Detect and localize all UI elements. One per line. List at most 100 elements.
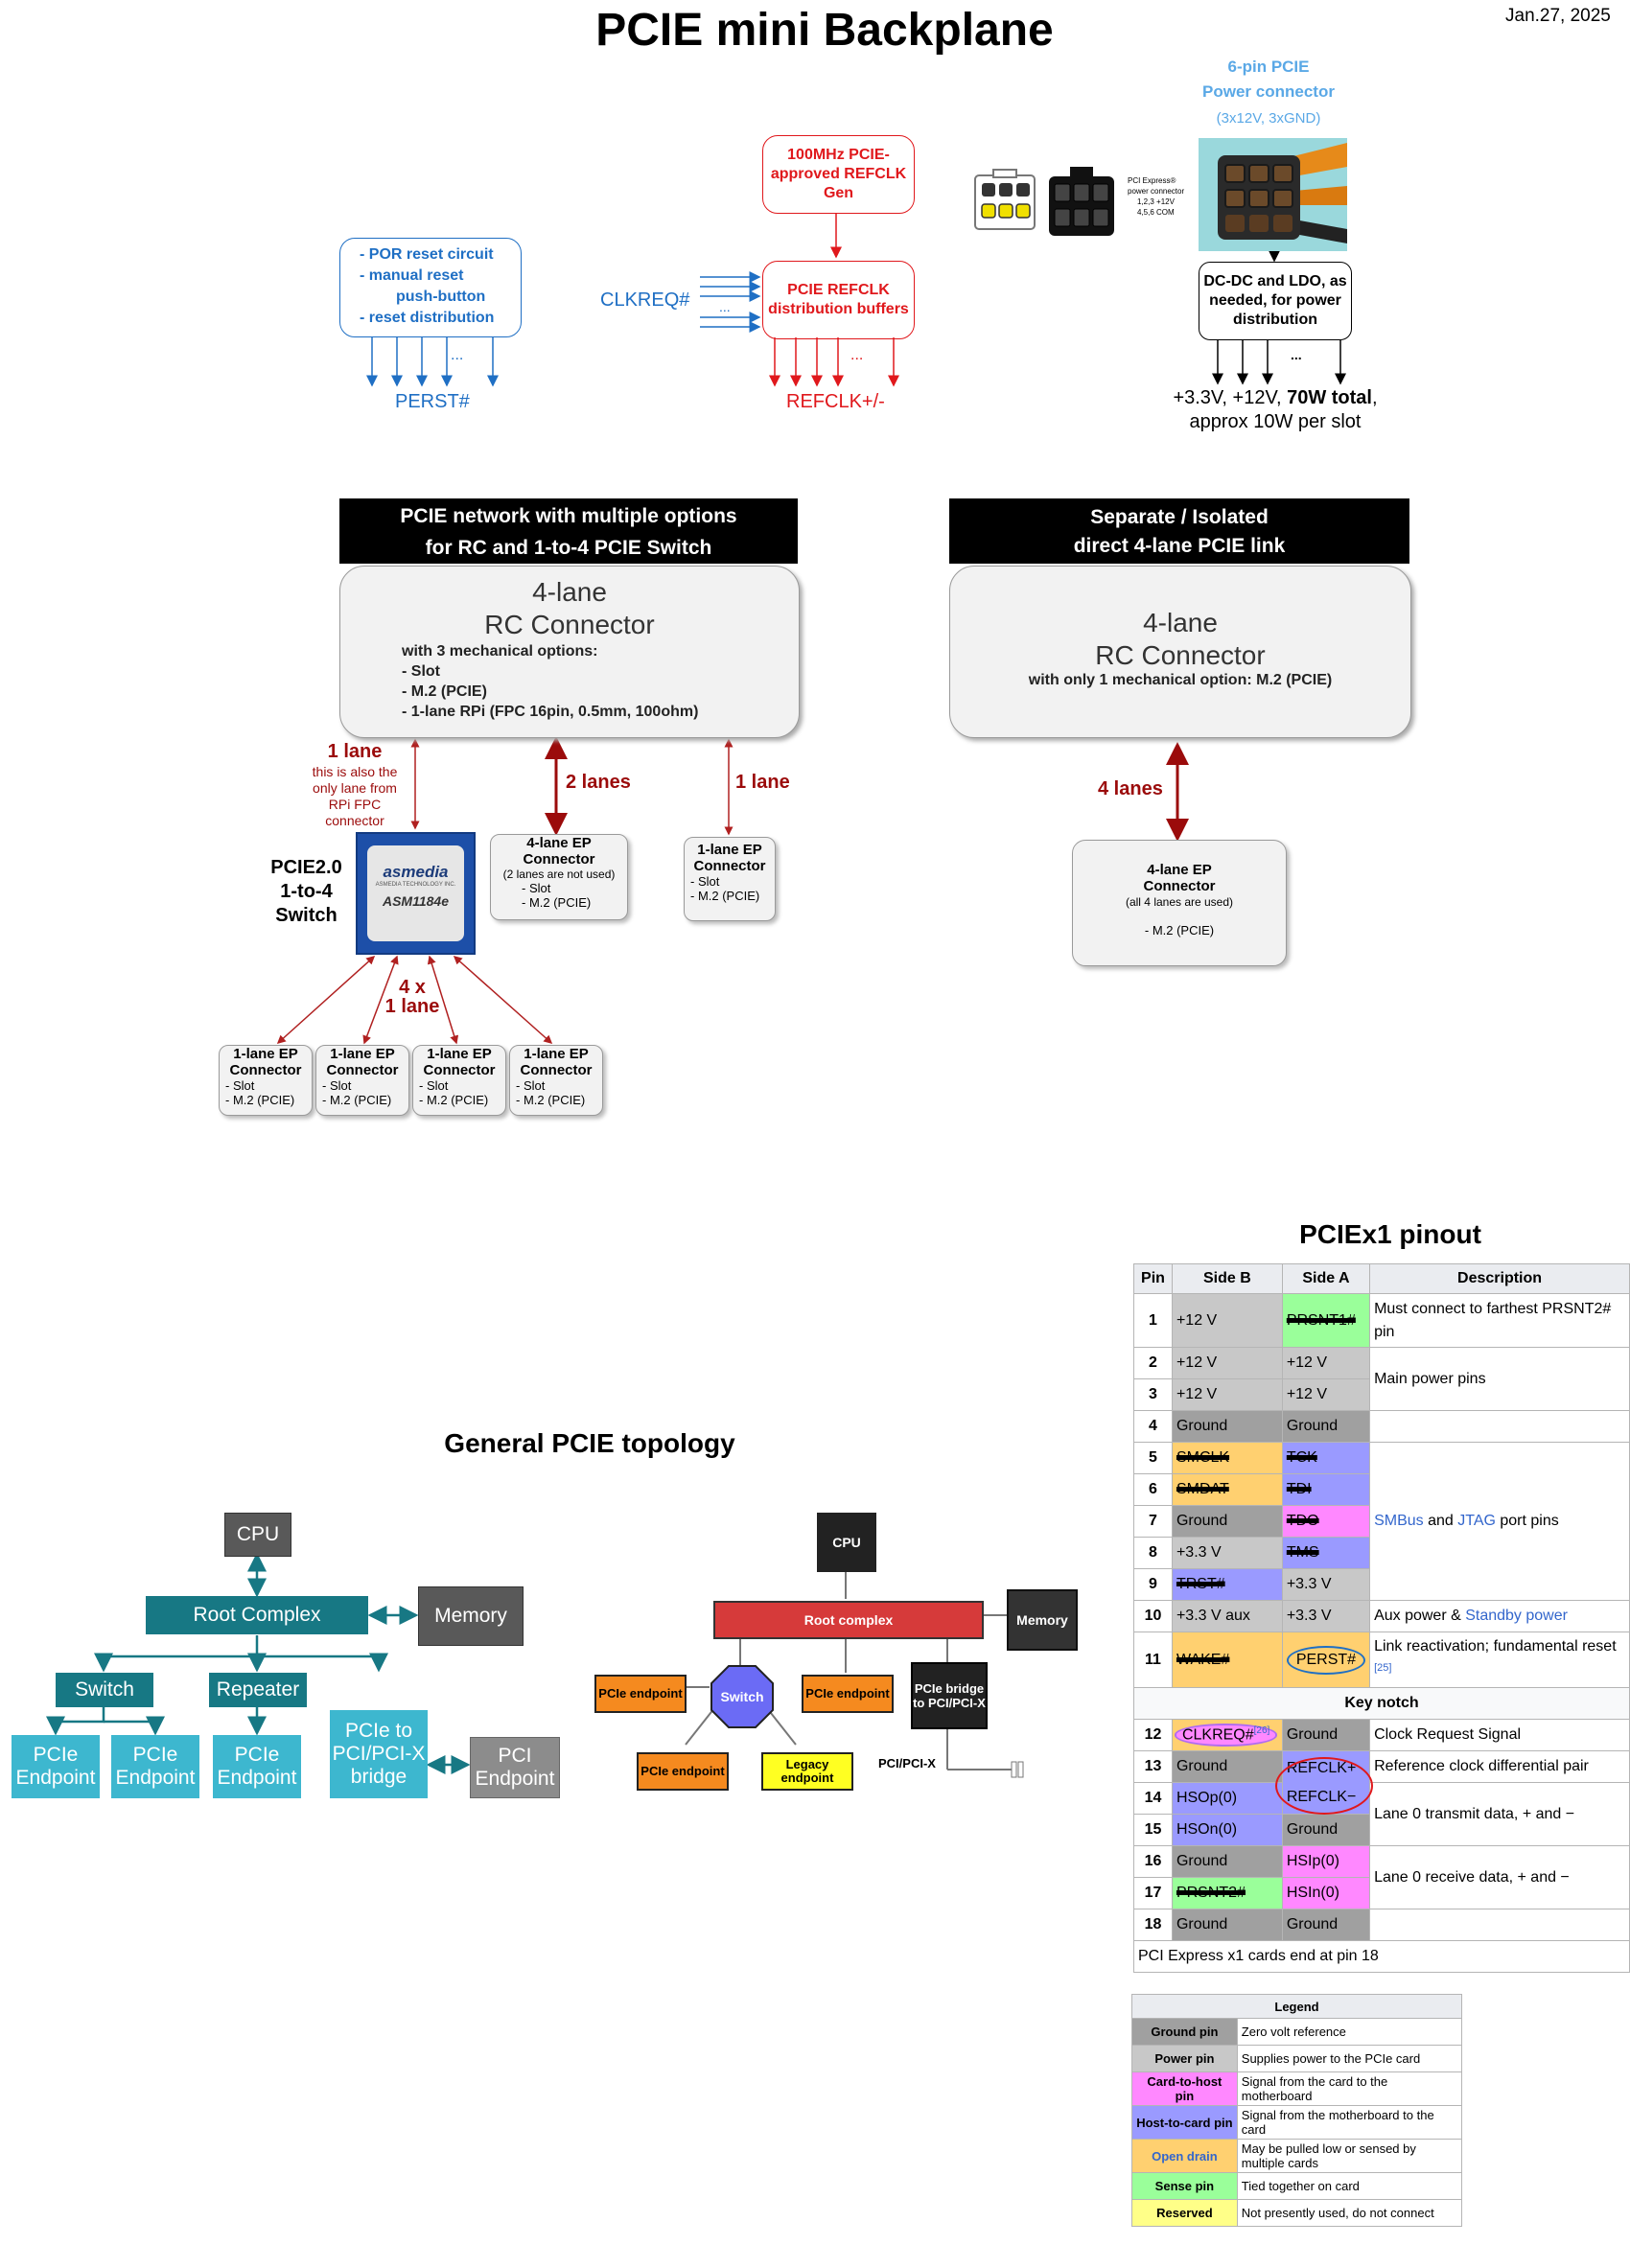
ep-b4-opt-2: - M.2 (PCIE) <box>516 1093 586 1107</box>
ref-26[interactable]: [26] <box>1253 1725 1270 1737</box>
caption-line-2: power connector <box>1128 187 1185 196</box>
pin-number: 5 <box>1133 1442 1173 1474</box>
ep-b3-title: 1-lane EP <box>427 1046 492 1062</box>
pin-number: 10 <box>1133 1600 1173 1632</box>
pin-number: 3 <box>1133 1378 1173 1411</box>
side-a-cell: TMS <box>1281 1537 1371 1569</box>
legend-key: Sense pin <box>1131 2172 1238 2200</box>
desc-cell: Lane 0 transmit data, + and − <box>1369 1782 1630 1846</box>
clkreq-cell-text: CLKREQ# <box>1181 1726 1254 1744</box>
topo-switch: Switch <box>56 1673 153 1707</box>
chip-sub: ASMEDIA TECHNOLOGY INC. <box>375 882 456 888</box>
legend-value: Zero volt reference <box>1236 2018 1463 2046</box>
topo-endpoint-1: PCIe Endpoint <box>12 1735 100 1798</box>
jtag-link[interactable]: JTAG <box>1457 1513 1496 1529</box>
right-banner-1: Separate / Isolated <box>1090 506 1269 528</box>
side-b-cell: PRSNT2# <box>1171 1877 1283 1909</box>
standby-power-link[interactable]: Standby power <box>1465 1608 1568 1624</box>
ep-b3-opt-1: - Slot <box>419 1078 449 1093</box>
side-b-cell: +12 V <box>1171 1293 1283 1348</box>
pin-number: 12 <box>1133 1719 1173 1751</box>
pin-number: 13 <box>1133 1750 1173 1783</box>
reset-line-2: - manual reset <box>360 267 464 284</box>
desc-aux: Aux power & <box>1374 1608 1466 1624</box>
table-row: 10 +3.3 V aux +3.3 V Aux power & Standby… <box>1133 1600 1630 1632</box>
date-label: Jan.27, 2025 <box>1505 6 1611 26</box>
desc-port-pins: port pins <box>1495 1513 1559 1529</box>
side-b-cell: Ground <box>1171 1505 1283 1538</box>
legend-value: May be pulled low or sensed by multiple … <box>1236 2139 1463 2173</box>
topo2-ep1-label: PCIe endpoint <box>598 1686 683 1701</box>
side-b-cell: CLKREQ#[26] <box>1171 1719 1283 1751</box>
pinout-table-wrap: Pin Side B Side A Description 1 +12 V PR… <box>1133 1263 1630 1973</box>
left-rc-title-2: RC Connector <box>484 610 655 639</box>
right-link-label: 4 lanes <box>1098 778 1163 799</box>
legend-key: Card-to-host pin <box>1131 2071 1238 2106</box>
table-row: 1 +12 V PRSNT1# Must connect to farthest… <box>1133 1293 1630 1348</box>
desc-cell: SMBus and JTAG port pins <box>1369 1442 1630 1601</box>
topo-pci-endpoint: PCI Endpoint <box>470 1737 560 1798</box>
table-row: 5 SMCLK TCK SMBus and JTAG port pins <box>1133 1442 1630 1601</box>
topo-bridge-label: PCIe to PCI/PCI-X bridge <box>332 1720 426 1788</box>
topo-root-label: Root Complex <box>193 1604 321 1626</box>
legend-key[interactable]: Open drain <box>1131 2139 1238 2173</box>
link1-note: this is also the only lane from RPi FPC … <box>288 764 422 829</box>
side-a-cell: Ground <box>1281 1719 1371 1751</box>
legend-key: Power pin <box>1131 2045 1238 2072</box>
th-side-a: Side A <box>1281 1263 1371 1294</box>
switch-label-1: PCIE2.0 <box>270 857 342 878</box>
keynotch-cell: Key notch <box>1133 1687 1630 1720</box>
chip-part: ASM1184e <box>382 893 449 909</box>
ep1-opt-1: - Slot <box>690 874 720 889</box>
switch-label-3: Switch <box>275 905 338 926</box>
chip-die: asmedia ASMEDIA TECHNOLOGY INC. ASM1184e <box>367 845 464 941</box>
ep4-title-2: Connector <box>523 851 595 868</box>
pin-number: 15 <box>1133 1814 1173 1846</box>
desc-cell: Link reactivation; fundamental reset[25] <box>1369 1632 1630 1688</box>
side-b-cell: HSOp(0) <box>1171 1782 1283 1815</box>
side-b-cell: Ground <box>1171 1909 1283 1941</box>
ep-b1-title-2: Connector <box>229 1062 302 1078</box>
pin-number: 6 <box>1133 1473 1173 1506</box>
topo2-legacy-endpoint: Legacy endpoint <box>761 1752 853 1791</box>
ep-b4-title-2: Connector <box>520 1062 593 1078</box>
side-b-cell: SMDAT <box>1171 1473 1283 1506</box>
fan-label-1: 4 x <box>399 977 426 998</box>
ep4-opt-1: - Slot <box>522 881 551 895</box>
refclk-buffer-label: PCIE REFCLK distribution buffers <box>768 282 909 317</box>
pinout-table: Pin Side B Side A Description 1 +12 V PR… <box>1133 1263 1630 1973</box>
right-ep-box: 4-lane EP Connector (all 4 lanes are use… <box>1072 840 1287 966</box>
footer-cell: PCI Express x1 cards end at pin 18 <box>1133 1940 1630 1973</box>
ep-b3-opt-2: - M.2 (PCIE) <box>419 1093 489 1107</box>
caption-line-3: 1,2,3 +12V <box>1137 197 1175 206</box>
dcdc-label: DC-DC and LDO, as needed, for power dist… <box>1203 273 1347 328</box>
topo2-switch: Switch <box>710 1679 775 1714</box>
smbus-link[interactable]: SMBus <box>1374 1513 1424 1529</box>
side-a-cell: Ground <box>1281 1814 1371 1846</box>
table-row: 9 TRST# +3.3 V <box>1133 1568 1630 1601</box>
connector-diagram-icon <box>974 169 1036 230</box>
ep1-title: 1-lane EP <box>697 842 762 858</box>
legend-value: Signal from the card to the motherboard <box>1236 2071 1463 2106</box>
side-a-cell: +3.3 V <box>1281 1600 1371 1632</box>
perst-label: PERST# <box>395 391 470 412</box>
side-b-cell: +12 V <box>1171 1378 1283 1411</box>
ep1-title-2: Connector <box>693 858 766 874</box>
dcdc-box: DC-DC and LDO, as needed, for power dist… <box>1199 262 1352 340</box>
th-description: Description <box>1369 1263 1630 1294</box>
left-banner-2: for RC and 1-to-4 PCIE Switch <box>425 537 712 559</box>
topo-bridge: PCIe to PCI/PCI-X bridge <box>330 1710 428 1798</box>
fan-label: 4 x 1 lane <box>369 978 455 1016</box>
chip-brand: asmedia <box>383 863 449 881</box>
table-row: 16 Ground HSIp(0) Lane 0 receive data, +… <box>1133 1845 1630 1909</box>
table-row: 4 Ground Ground <box>1133 1410 1630 1443</box>
ref-25[interactable]: [25] <box>1374 1661 1392 1674</box>
topo-ep2-label: PCIe Endpoint <box>115 1744 196 1789</box>
link3-label: 1 lane <box>735 772 790 793</box>
